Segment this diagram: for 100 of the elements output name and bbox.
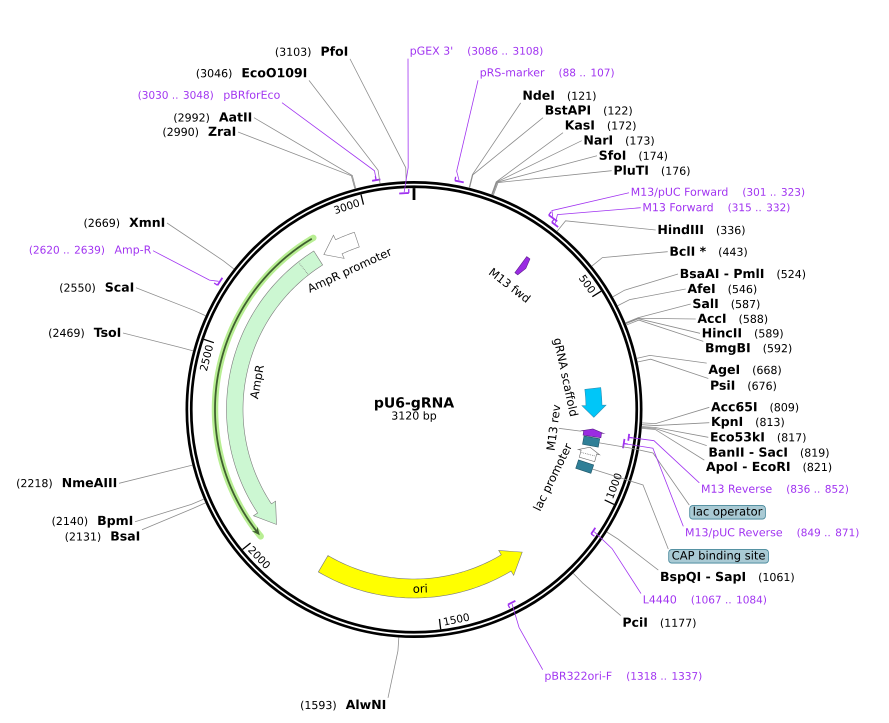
- primer-label: pBR322ori-F (1318 .. 1337): [545, 671, 702, 682]
- site-label: KasI (172): [566, 120, 636, 131]
- site-label: SfoI (174): [600, 150, 667, 162]
- leader-line: [118, 464, 193, 484]
- site-label: (2990) ZraI: [163, 126, 236, 138]
- site-label: HindIII (336): [658, 224, 745, 236]
- site-label: Acc65I (809): [711, 402, 798, 413]
- site-label: NdeI (121): [524, 90, 596, 102]
- feature-label: AmpR: [250, 366, 264, 400]
- feature-box: [575, 460, 594, 474]
- leader-line: [134, 498, 204, 522]
- site-label: NarI (173): [584, 135, 654, 146]
- leader-line: [625, 318, 700, 334]
- site-label: AccI (588): [697, 314, 768, 324]
- site-label: PciI (1177): [624, 617, 696, 628]
- leader-line: [636, 354, 708, 364]
- primer-mark: [551, 218, 559, 228]
- site-label: PsiI (676): [711, 380, 776, 392]
- feature-box: [582, 436, 600, 448]
- primer-mark: [372, 176, 381, 182]
- leader-line: [592, 468, 669, 550]
- primer-label: pGEX 3' (3086 .. 3108): [410, 46, 542, 57]
- scale-label: 3000: [334, 199, 360, 214]
- leader-line: [594, 531, 642, 594]
- primer-label: M13/pUC Forward (301 .. 323): [632, 187, 804, 198]
- site-label: (1593) AlwNI: [301, 700, 386, 710]
- site-label: PluTI (176): [614, 165, 690, 176]
- primer-label: (3030 .. 3048) pBRforEco: [138, 90, 280, 102]
- primer-mark: [627, 434, 633, 441]
- primer-label: M13 Forward (315 .. 332): [644, 202, 790, 213]
- site-label: BclI * (443): [670, 246, 747, 258]
- leader-line: [136, 287, 206, 316]
- primer-mark: [399, 189, 410, 194]
- leader-line: [642, 406, 710, 424]
- site-label: (2469) TsoI: [49, 328, 120, 338]
- leader-line: [254, 117, 356, 189]
- leader-line: [641, 428, 705, 461]
- primer-mark: [548, 211, 558, 222]
- site-label: AfeI (546): [687, 284, 756, 294]
- primer-label: M13/pUC Reverse (849 .. 871): [686, 528, 858, 539]
- leader-line: [598, 442, 690, 506]
- leader-line: [572, 572, 622, 616]
- primer-mark: [622, 438, 628, 448]
- leader-line: [625, 318, 696, 324]
- site-label: (3103) PfoI: [276, 46, 348, 58]
- leader-line: [558, 428, 582, 432]
- leader-line: [641, 426, 709, 438]
- leader-line: [626, 320, 704, 342]
- leader-line: [630, 437, 700, 484]
- scale-label: 1000: [606, 473, 622, 498]
- leader-line: [554, 207, 642, 224]
- leader-line: [612, 274, 678, 298]
- site-label: KpnI (813): [712, 416, 784, 429]
- leader-line: [142, 502, 206, 530]
- leader-line: [641, 427, 708, 446]
- site-label: (2131) BsaI: [66, 531, 140, 542]
- site-label: BmgBI (592): [706, 343, 792, 355]
- feature-tag: CAP binding site: [668, 549, 769, 564]
- site-label: (2218) NmeAIII: [17, 478, 116, 489]
- leader-line: [492, 170, 612, 196]
- leader-line: [642, 422, 710, 426]
- site-label: (2140) BpmI: [52, 516, 132, 528]
- primer-mark: [214, 277, 224, 286]
- leader-line: [308, 80, 380, 184]
- leader-line: [456, 80, 478, 181]
- leader-line: [122, 332, 194, 352]
- feature-tag: lac operator: [689, 505, 766, 520]
- site-label: Eco53kI (817): [711, 432, 806, 443]
- primer-label: pRS-marker (88 .. 107): [480, 68, 614, 79]
- leader-line: [624, 443, 684, 527]
- scale-label: 1500: [444, 613, 469, 626]
- site-label: (2550) ScaI: [60, 282, 134, 294]
- site-label: BstAPI (122): [546, 105, 632, 116]
- site-label: ApoI - EcoRI (821): [706, 462, 832, 474]
- leader-line: [491, 132, 564, 195]
- site-label: BsaAI - PmlI (524): [680, 268, 806, 280]
- leader-line: [152, 250, 219, 282]
- leader-line: [617, 288, 686, 306]
- primer-mark: [590, 527, 596, 537]
- site-label: AgeI (668): [708, 364, 781, 377]
- leader-line: [606, 532, 659, 570]
- leader-line: [388, 637, 400, 698]
- leader-line: [404, 58, 409, 192]
- leader-line: [468, 102, 522, 188]
- leader-line: [637, 358, 709, 379]
- feature-marker: [580, 428, 606, 438]
- leader-line: [551, 192, 630, 217]
- site-label: SalI (587): [693, 298, 760, 310]
- site-label: (3046) EcoO109I: [196, 68, 306, 79]
- site-label: BspQI - SapI (1061): [661, 572, 794, 584]
- primer-label: L4440 (1067 .. 1084): [644, 595, 766, 605]
- leader-line: [591, 251, 668, 266]
- leader-line: [238, 132, 356, 190]
- leader-line: [350, 58, 407, 182]
- leader-line: [166, 222, 234, 270]
- site-label: HincII (589): [702, 328, 783, 339]
- primer-label: (2620 .. 2639) Amp-R: [30, 246, 151, 256]
- leader-line: [556, 220, 656, 232]
- primer-mark: [454, 176, 464, 184]
- leader-line: [469, 117, 544, 188]
